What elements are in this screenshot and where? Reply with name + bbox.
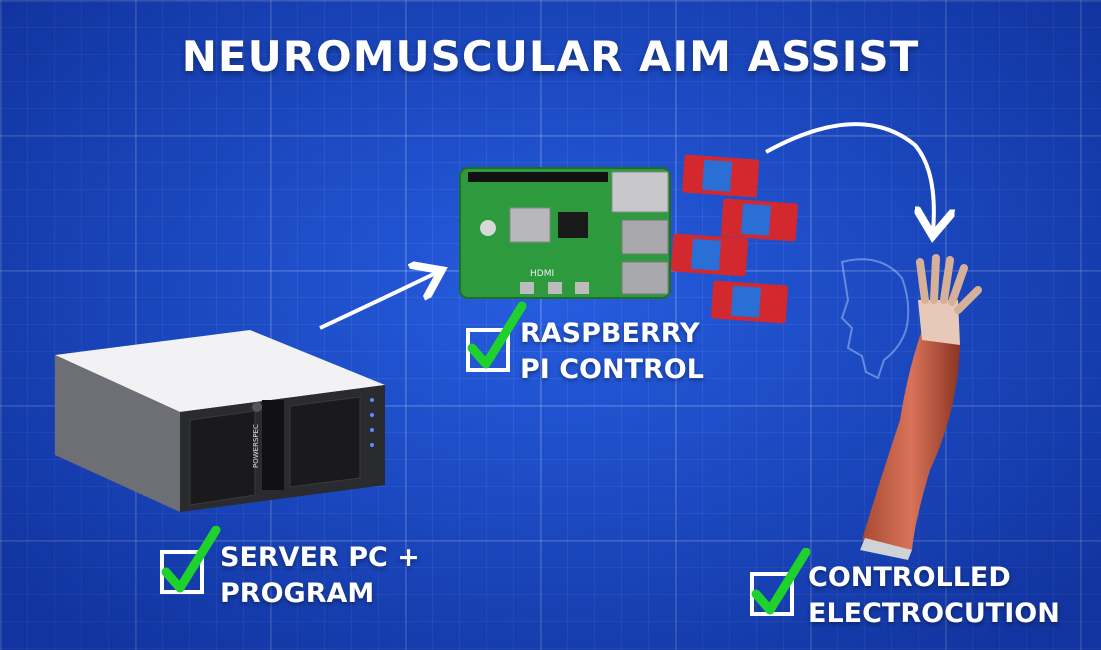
diagram-title: NEUROMUSCULAR AIM ASSIST: [181, 32, 920, 81]
server-pc-label: SERVER PC + PROGRAM: [220, 540, 420, 612]
raspberry-pi-label: RASPBERRY PI CONTROL: [520, 316, 704, 388]
arm-checkbox-icon: [750, 548, 811, 616]
hdmi-label: HDMI: [530, 269, 554, 279]
server-brand-label: POWERSPEC: [252, 424, 260, 468]
raspberry-pi-board-illustration: HDMI: [459, 167, 671, 299]
relay-modules-illustration: [670, 154, 799, 324]
server-pc-illustration: POWERSPEC: [55, 330, 385, 512]
arrow-relay-to-arm: [765, 122, 934, 232]
server-label-line1: SERVER PC +: [220, 542, 420, 573]
power-button-icon: [252, 402, 262, 412]
server-checkbox-icon: [160, 526, 221, 594]
server-label-line2: PROGRAM: [220, 578, 375, 609]
electrocution-label: CONTROLLED ELECTROCUTION: [808, 560, 1060, 632]
arm-label-line2: ELECTROCUTION: [808, 598, 1060, 629]
pi-checkbox-icon: [466, 301, 527, 372]
head-outline-illustration: [840, 258, 910, 380]
raspberry-logo-icon: [480, 220, 496, 236]
arrow-server-to-pi: [319, 272, 438, 330]
arm-muscle-illustration: [860, 254, 982, 560]
pi-label-line2: PI CONTROL: [520, 354, 704, 385]
pi-label-line1: RASPBERRY: [520, 318, 700, 349]
arm-label-line1: CONTROLLED: [808, 562, 1011, 593]
